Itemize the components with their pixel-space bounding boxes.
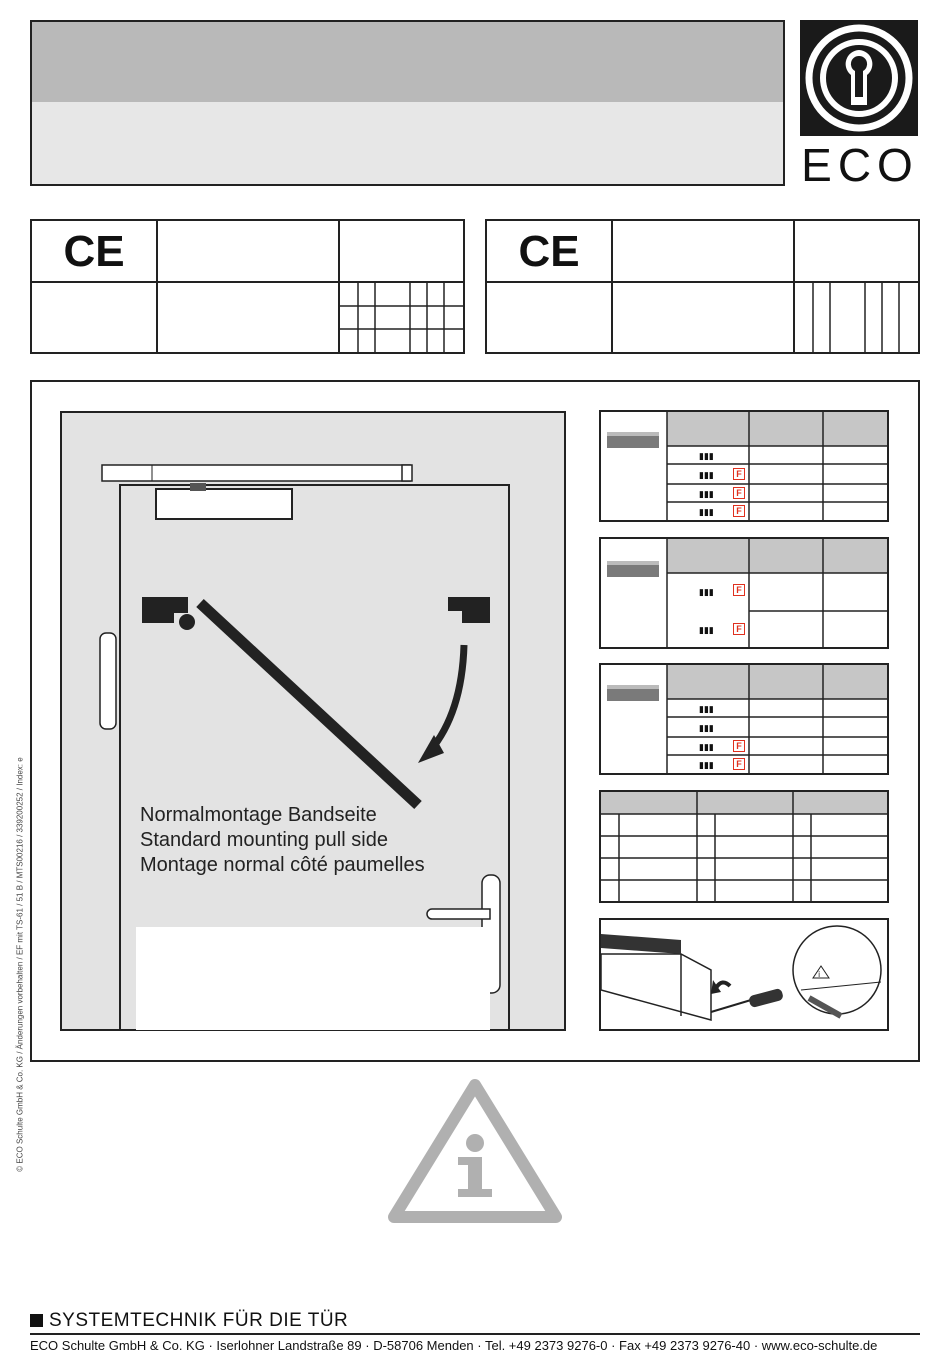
fire-badge: F (733, 758, 745, 770)
fire-badge: F (733, 623, 745, 635)
ce-mark-right: CE (487, 221, 613, 283)
svg-text:▮▮▮: ▮▮▮ (699, 743, 714, 753)
door-closer-diagram (99, 464, 510, 1029)
closer-table-1: ▮▮▮ ▮▮▮ ▮▮▮ ▮▮▮ F F F (599, 410, 889, 522)
footer-title-text: SYSTEMTECHNIK FÜR DIE TÜR (49, 1310, 349, 1331)
installation-panel (30, 380, 920, 1062)
closer-body-icon (607, 685, 659, 701)
closer-body-icon (607, 561, 659, 577)
svg-text:▮▮▮: ▮▮▮ (699, 471, 714, 481)
svg-text:▮▮▮: ▮▮▮ (699, 724, 714, 734)
mounting-text-de: Normalmontage Bandseite (140, 804, 377, 826)
svg-text:▮▮▮: ▮▮▮ (699, 626, 714, 636)
closer-body-icon (607, 432, 659, 448)
footer-address: ECO Schulte GmbH & Co. KG · Iserlohner L… (30, 1338, 878, 1353)
footer-title: SYSTEMTECHNIK FÜR DIE TÜR (30, 1310, 348, 1332)
svg-text:▮▮▮: ▮▮▮ (699, 705, 714, 715)
fire-badge: F (733, 584, 745, 596)
closer-table-2: ▮▮▮ ▮▮▮ F F (599, 537, 889, 649)
ce-grid-left (340, 283, 463, 352)
fire-badge: F (733, 468, 745, 480)
adjustment-illustration: i (599, 918, 889, 1031)
closer-table-2-grid: ▮▮▮ ▮▮▮ (607, 539, 887, 647)
header-title-bar (30, 20, 785, 104)
ce-table-right: CE (485, 219, 920, 354)
eco-logo-mark (800, 20, 918, 136)
door-info-box (136, 927, 490, 1030)
fire-badge: F (733, 487, 745, 499)
fire-badge: F (733, 740, 745, 752)
keyhole-icon (805, 24, 913, 132)
ce-mark-left: CE (32, 221, 158, 283)
svg-text:▮▮▮: ▮▮▮ (699, 588, 714, 598)
svg-text:▮▮▮: ▮▮▮ (699, 452, 714, 462)
svg-text:▮▮▮: ▮▮▮ (699, 761, 714, 771)
closer-table-3-grid: ▮▮▮ ▮▮▮ ▮▮▮ ▮▮▮ (607, 665, 887, 773)
mounting-text-en: Standard mounting pull side (140, 829, 388, 851)
closer-table-3: ▮▮▮ ▮▮▮ ▮▮▮ ▮▮▮ F F (599, 663, 889, 775)
copyright-side-note: © ECO Schulte GmbH & Co. KG / Änderungen… (15, 757, 25, 1172)
ce-grid-right (812, 283, 900, 352)
header-subtitle-bar (30, 102, 785, 186)
svg-text:▮▮▮: ▮▮▮ (699, 490, 714, 500)
closer-table-1-grid: ▮▮▮ ▮▮▮ ▮▮▮ ▮▮▮ (607, 412, 887, 520)
screwdriver-adjust-drawing: i (601, 925, 882, 1021)
mounting-description: Normalmontage Bandseite Standard mountin… (140, 803, 470, 878)
mounting-text-fr: Montage normal côté paumelles (140, 854, 425, 876)
square-bullet-icon (30, 1314, 43, 1327)
fire-badge: F (733, 505, 745, 517)
ce-table-left: CE (30, 219, 465, 354)
svg-text:▮▮▮: ▮▮▮ (699, 508, 714, 518)
parts-table-grid (601, 792, 887, 901)
info-warning-icon (388, 1079, 562, 1223)
logo-wordmark: ECO (801, 139, 919, 191)
parts-table (599, 790, 889, 903)
footer-divider (30, 1333, 920, 1335)
info-icon: i (818, 970, 820, 979)
